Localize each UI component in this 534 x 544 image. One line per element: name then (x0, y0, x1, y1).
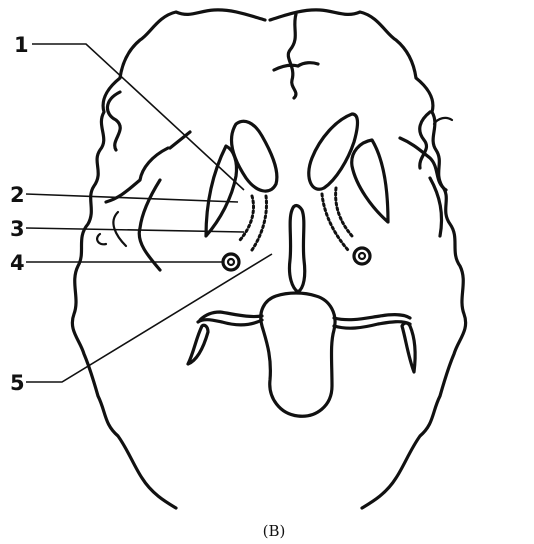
figure-caption: (B) (263, 522, 286, 540)
left-internal-capsule-outer (240, 196, 254, 240)
left-small-nucleus-inner (228, 259, 234, 265)
left-peduncle-arm (198, 320, 262, 325)
callout-label-1: 1 (14, 33, 29, 57)
right-peduncle-arm-upper (334, 315, 410, 320)
left-internal-capsule-inner (252, 196, 266, 250)
brainstem (261, 293, 335, 416)
right-caudate-head (309, 114, 358, 189)
callout-label-5: 5 (10, 371, 25, 395)
callout-label-4: 4 (10, 251, 25, 275)
left-sylvian-branch (139, 180, 160, 270)
callout-label-3: 3 (10, 217, 25, 241)
right-peduncle-arm (334, 322, 410, 328)
brain-outer-contour (72, 10, 265, 508)
left-small-sulcus (97, 234, 106, 244)
right-putamen (352, 140, 388, 222)
right-small-nucleus-inner (359, 253, 365, 259)
leader-line-2 (26, 194, 238, 202)
fissure-branch-right (298, 63, 318, 66)
right-temporal-horn (402, 323, 415, 372)
left-insula-line (170, 132, 190, 148)
callout-label-2: 2 (10, 183, 25, 207)
left-lateral-gyrus (107, 92, 120, 150)
left-small-nucleus (223, 254, 239, 270)
left-temporal-horn (188, 325, 208, 364)
right-internal-capsule-outer (336, 188, 352, 236)
left-sylvian-fissure (106, 148, 168, 202)
right-small-nucleus (354, 248, 370, 264)
right-lateral-gyrus (420, 112, 430, 168)
leader-line-1 (32, 44, 244, 190)
left-caudate-head (231, 121, 276, 191)
right-sylvian-branch (430, 178, 442, 236)
longitudinal-fissure (288, 14, 296, 98)
fissure-branch-left (274, 65, 298, 70)
right-small-sulcus (434, 118, 452, 124)
septum-pellucidum (289, 206, 304, 293)
leader-line-5 (26, 254, 272, 382)
